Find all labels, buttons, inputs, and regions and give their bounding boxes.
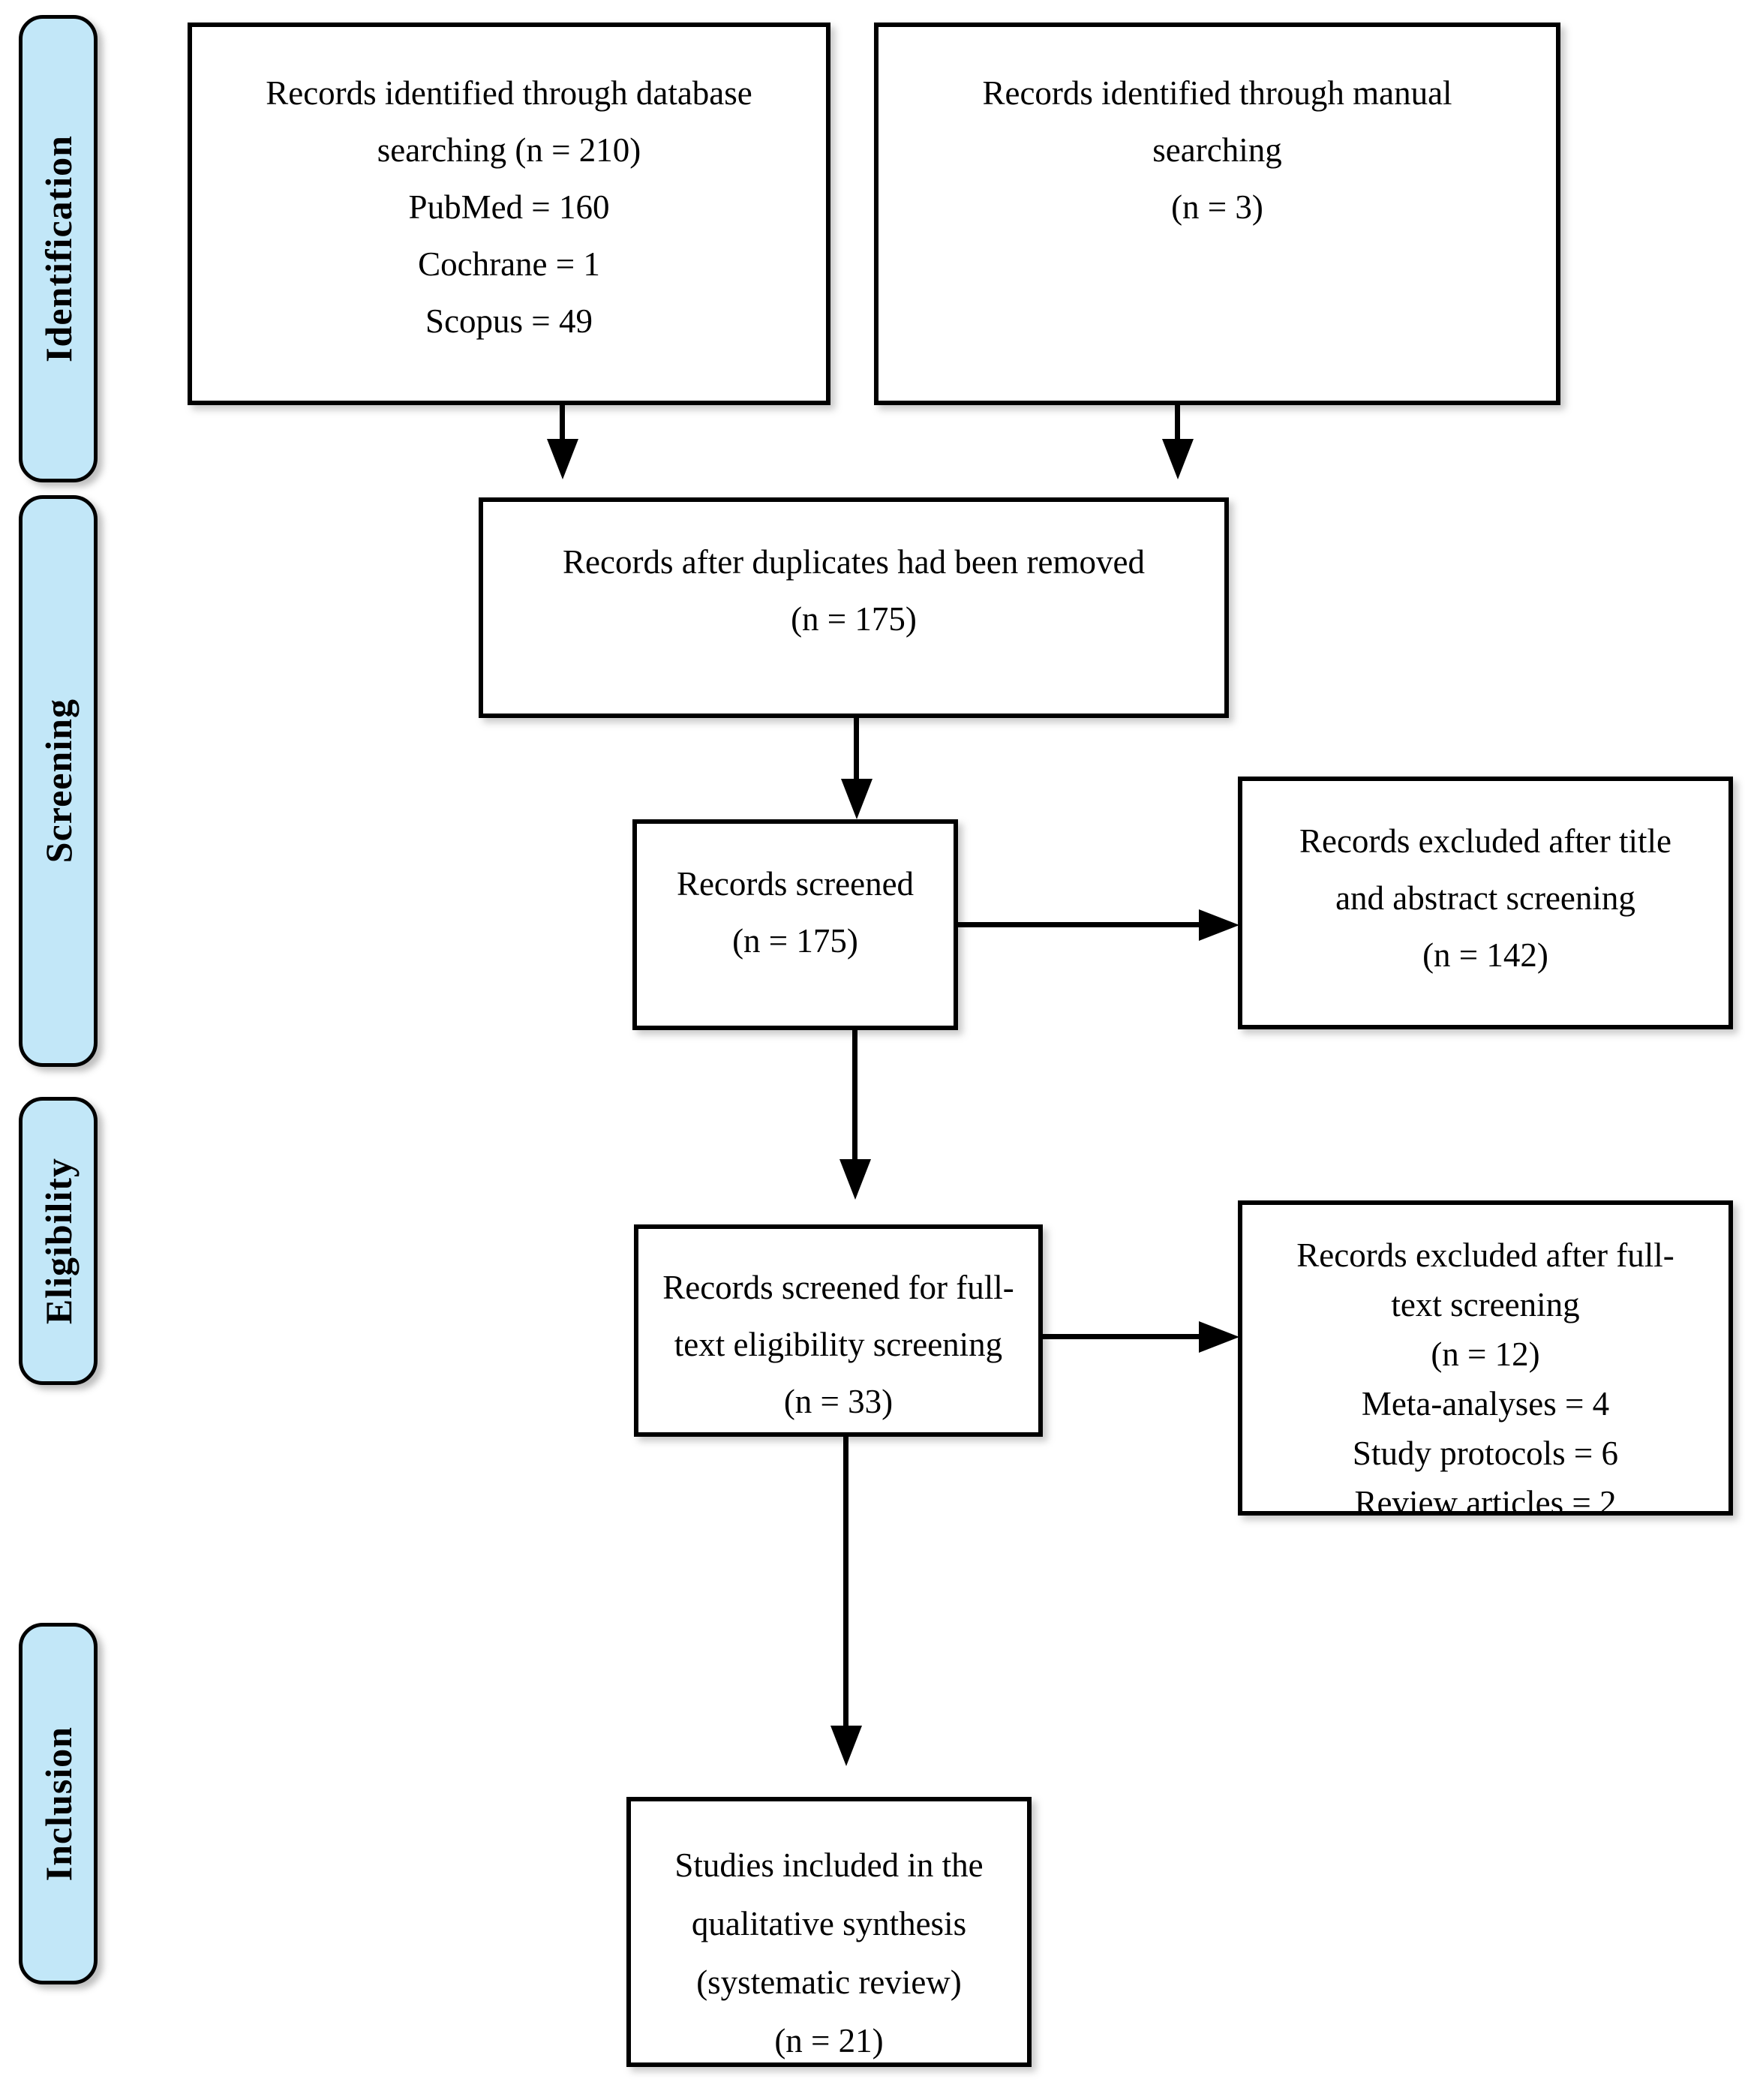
box-text-line: (n = 3) <box>1171 188 1263 226</box>
stage-label-identification: Identification <box>37 135 80 362</box>
arrow-line <box>1175 405 1180 443</box>
box-records-database-searching: Records identified through database sear… <box>188 23 830 405</box>
arrow-line <box>1043 1334 1202 1339</box>
box-records-excluded-fulltext: Records excluded after full- text screen… <box>1238 1200 1733 1522</box>
box-text-line: Cochrane = 1 <box>418 245 600 283</box>
box-text-line: (n = 175) <box>732 922 858 960</box>
arrowhead-down-icon <box>547 439 578 479</box>
box-text-line: Meta-analyses = 4 <box>1361 1385 1610 1423</box>
arrowhead-right-icon <box>1199 909 1239 941</box>
arrowhead-down-icon <box>830 1726 862 1766</box>
arrow-line <box>843 1437 848 1729</box>
arrow-line <box>560 405 565 443</box>
box-records-after-duplicates-removed: Records after duplicates had been remove… <box>479 497 1229 718</box>
box-text-line: searching <box>1152 131 1282 169</box>
stage-ribbon-inclusion: Inclusion <box>19 1623 98 1984</box>
box-text-line: qualitative synthesis <box>691 1905 967 1942</box>
stage-ribbon-identification: Identification <box>19 15 98 482</box>
box-text-line: (n = 12) <box>1431 1335 1540 1373</box>
box-text-line: Records screened for full- <box>662 1269 1014 1306</box>
arrow-line <box>852 1030 857 1161</box>
box-studies-included-qualitative-synthesis: Studies included in the qualitative synt… <box>626 1797 1032 2067</box>
box-text-line: (systematic review) <box>696 1963 962 2001</box>
box-text-line: Scopus = 49 <box>425 302 593 340</box>
box-records-excluded-title-abstract: Records excluded after title and abstrac… <box>1238 777 1733 1029</box>
stage-label-screening: Screening <box>37 698 80 864</box>
arrowhead-down-icon <box>839 1159 871 1200</box>
box-text-line: Records identified through manual <box>982 74 1452 112</box>
stage-label-eligibility: Eligibility <box>37 1157 80 1325</box>
stage-ribbon-screening: Screening <box>19 495 98 1067</box>
stage-ribbon-eligibility: Eligibility <box>19 1097 98 1385</box>
arrowhead-down-icon <box>841 779 872 819</box>
arrowhead-down-icon <box>1162 439 1194 479</box>
box-text-line: PubMed = 160 <box>408 188 610 226</box>
box-text-line: and abstract screening <box>1335 879 1635 917</box>
box-records-fulltext-eligibility-screening: Records screened for full- text eligibil… <box>634 1224 1043 1437</box>
box-text-line: (n = 142) <box>1422 936 1548 974</box>
box-text-line: searching (n = 210) <box>377 131 641 169</box>
box-records-screened: Records screened (n = 175) <box>632 819 958 1030</box>
box-text-line: (n = 33) <box>783 1383 894 1420</box>
arrow-line <box>958 922 1202 927</box>
box-text-line: (n = 21) <box>774 2022 884 2059</box>
box-text-line: Records excluded after full- <box>1296 1236 1674 1274</box>
box-text-line: text eligibility screening <box>674 1326 1003 1363</box>
box-text-line: text screening <box>1391 1286 1580 1323</box>
box-text-line: Review articles = 2 <box>1354 1484 1617 1522</box>
arrowhead-right-icon <box>1199 1321 1239 1353</box>
stage-label-inclusion: Inclusion <box>37 1726 80 1882</box>
box-text-line: Records excluded after title <box>1299 822 1672 860</box>
box-records-manual-searching: Records identified through manual search… <box>874 23 1560 405</box>
arrow-line <box>854 718 859 782</box>
box-text-line: (n = 175) <box>791 600 917 638</box>
box-text-line: Records identified through database <box>266 74 752 112</box>
box-text-line: Studies included in the <box>674 1846 984 1884</box>
box-text-line: Records screened <box>676 865 915 903</box>
box-text-line: Records after duplicates had been remove… <box>563 543 1145 581</box>
box-text-line: Study protocols = 6 <box>1352 1435 1619 1472</box>
